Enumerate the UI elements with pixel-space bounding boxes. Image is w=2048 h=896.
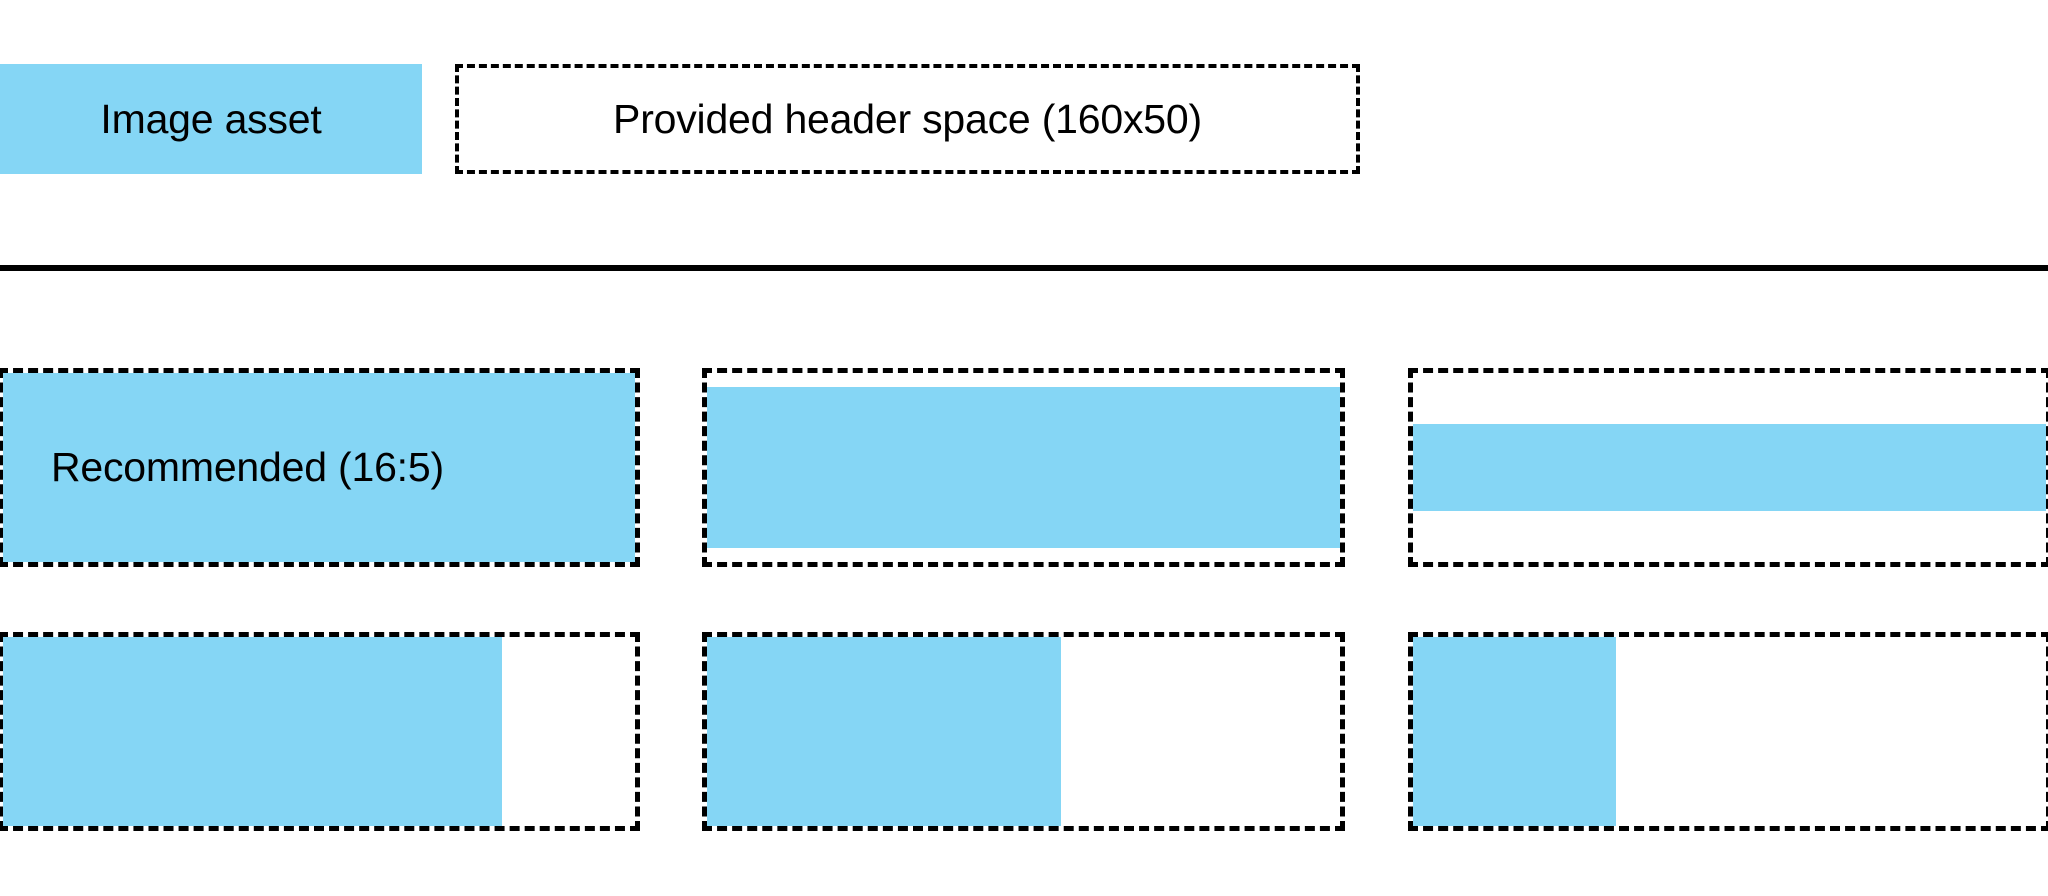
header-space-cell xyxy=(1408,632,2048,831)
grid-row: Recommended (16:5) xyxy=(0,368,2048,567)
legend-image-asset-label: Image asset xyxy=(100,95,322,142)
grid-row xyxy=(0,632,2048,831)
header-space-cell xyxy=(0,632,640,831)
legend-row: Image asset Provided header space (160x5… xyxy=(0,64,2048,174)
header-space-cell xyxy=(702,368,1345,567)
image-asset-fill xyxy=(3,637,503,826)
legend-provided-header-space-label: Provided header space (160x50) xyxy=(613,95,1202,142)
image-asset-fill xyxy=(1413,637,1616,826)
image-asset-fill: Recommended (16:5) xyxy=(3,373,635,562)
image-asset-fill xyxy=(707,387,1340,548)
header-space-examples-grid: Recommended (16:5) xyxy=(0,368,2048,831)
section-divider xyxy=(0,265,2048,271)
header-space-cell xyxy=(1408,368,2048,567)
header-space-cell xyxy=(702,632,1345,831)
image-asset-fill xyxy=(707,637,1062,826)
cell-label: Recommended (16:5) xyxy=(51,444,444,490)
header-space-cell: Recommended (16:5) xyxy=(0,368,640,567)
legend-image-asset-swatch: Image asset xyxy=(0,64,422,174)
image-asset-fill xyxy=(1413,424,2046,511)
legend-provided-header-space-box: Provided header space (160x50) xyxy=(455,64,1360,174)
